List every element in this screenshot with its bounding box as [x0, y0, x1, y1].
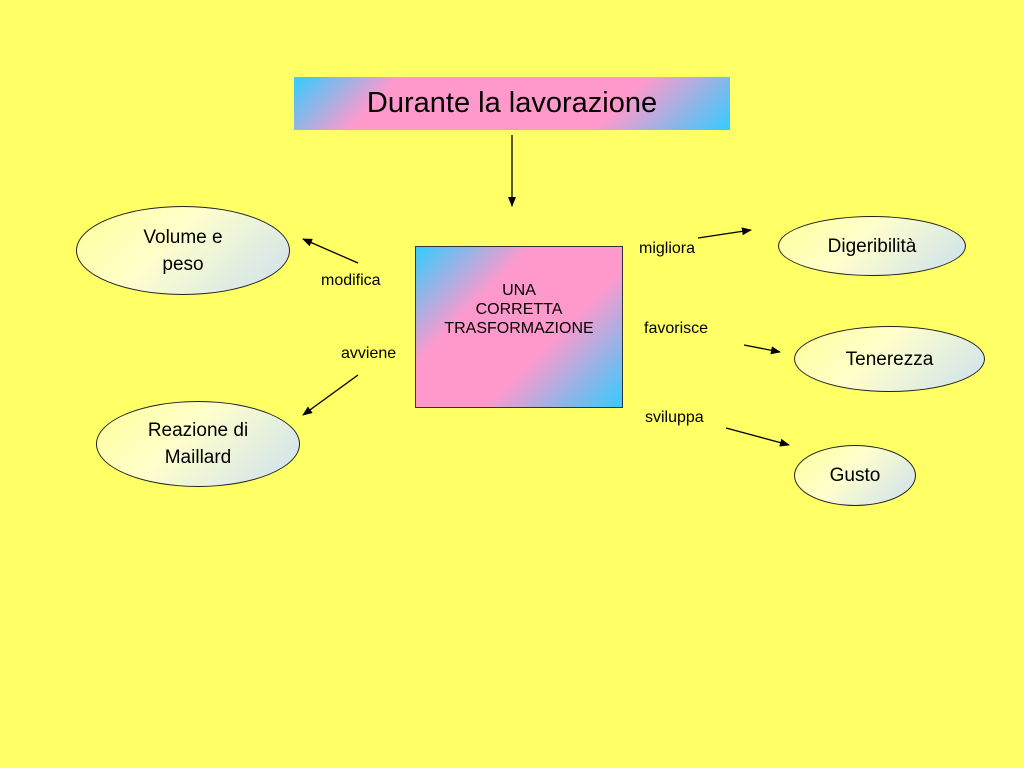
arrow-sviluppa [725, 427, 790, 447]
arrow-avviene [302, 374, 359, 416]
arrow-favorisce [743, 344, 781, 355]
title-box: Durante la lavorazione [294, 77, 730, 130]
edge-label-migliora: migliora [639, 240, 696, 257]
center-line-1: UNA [502, 282, 536, 299]
node-tenerezza: Tenerezza [794, 326, 985, 392]
edge-label-favorisce: favorisce [644, 320, 709, 337]
node-maillard-line-2: Maillard [164, 447, 232, 468]
node-volume-line-2: peso [162, 253, 204, 275]
center-line-3: TRASFORMAZIONE [444, 320, 594, 337]
node-gusto-text: Gusto [829, 465, 881, 486]
edge-label-modifica: modifica [321, 272, 381, 289]
arrow-modifica [302, 238, 359, 264]
title-text: Durante la lavorazione [366, 87, 658, 119]
node-volume-line-1: Volume e [143, 226, 223, 248]
node-digeribilita: Digeribilità [778, 216, 966, 276]
center-node: UNA CORRETTA TRASFORMAZIONE [415, 246, 623, 408]
center-line-2: CORRETTA [475, 301, 563, 318]
arrow-migliora [697, 227, 752, 239]
node-volume-peso: Volume e peso [76, 206, 290, 295]
node-tenerezza-text: Tenerezza [845, 348, 934, 370]
node-digeribilita-text: Digeribilità [827, 235, 917, 257]
edge-label-avviene: avviene [341, 345, 397, 362]
edge-label-sviluppa: sviluppa [645, 409, 704, 426]
node-gusto: Gusto [794, 445, 916, 506]
node-reazione-maillard: Reazione di Maillard [96, 401, 300, 487]
node-maillard-line-1: Reazione di [147, 420, 249, 441]
